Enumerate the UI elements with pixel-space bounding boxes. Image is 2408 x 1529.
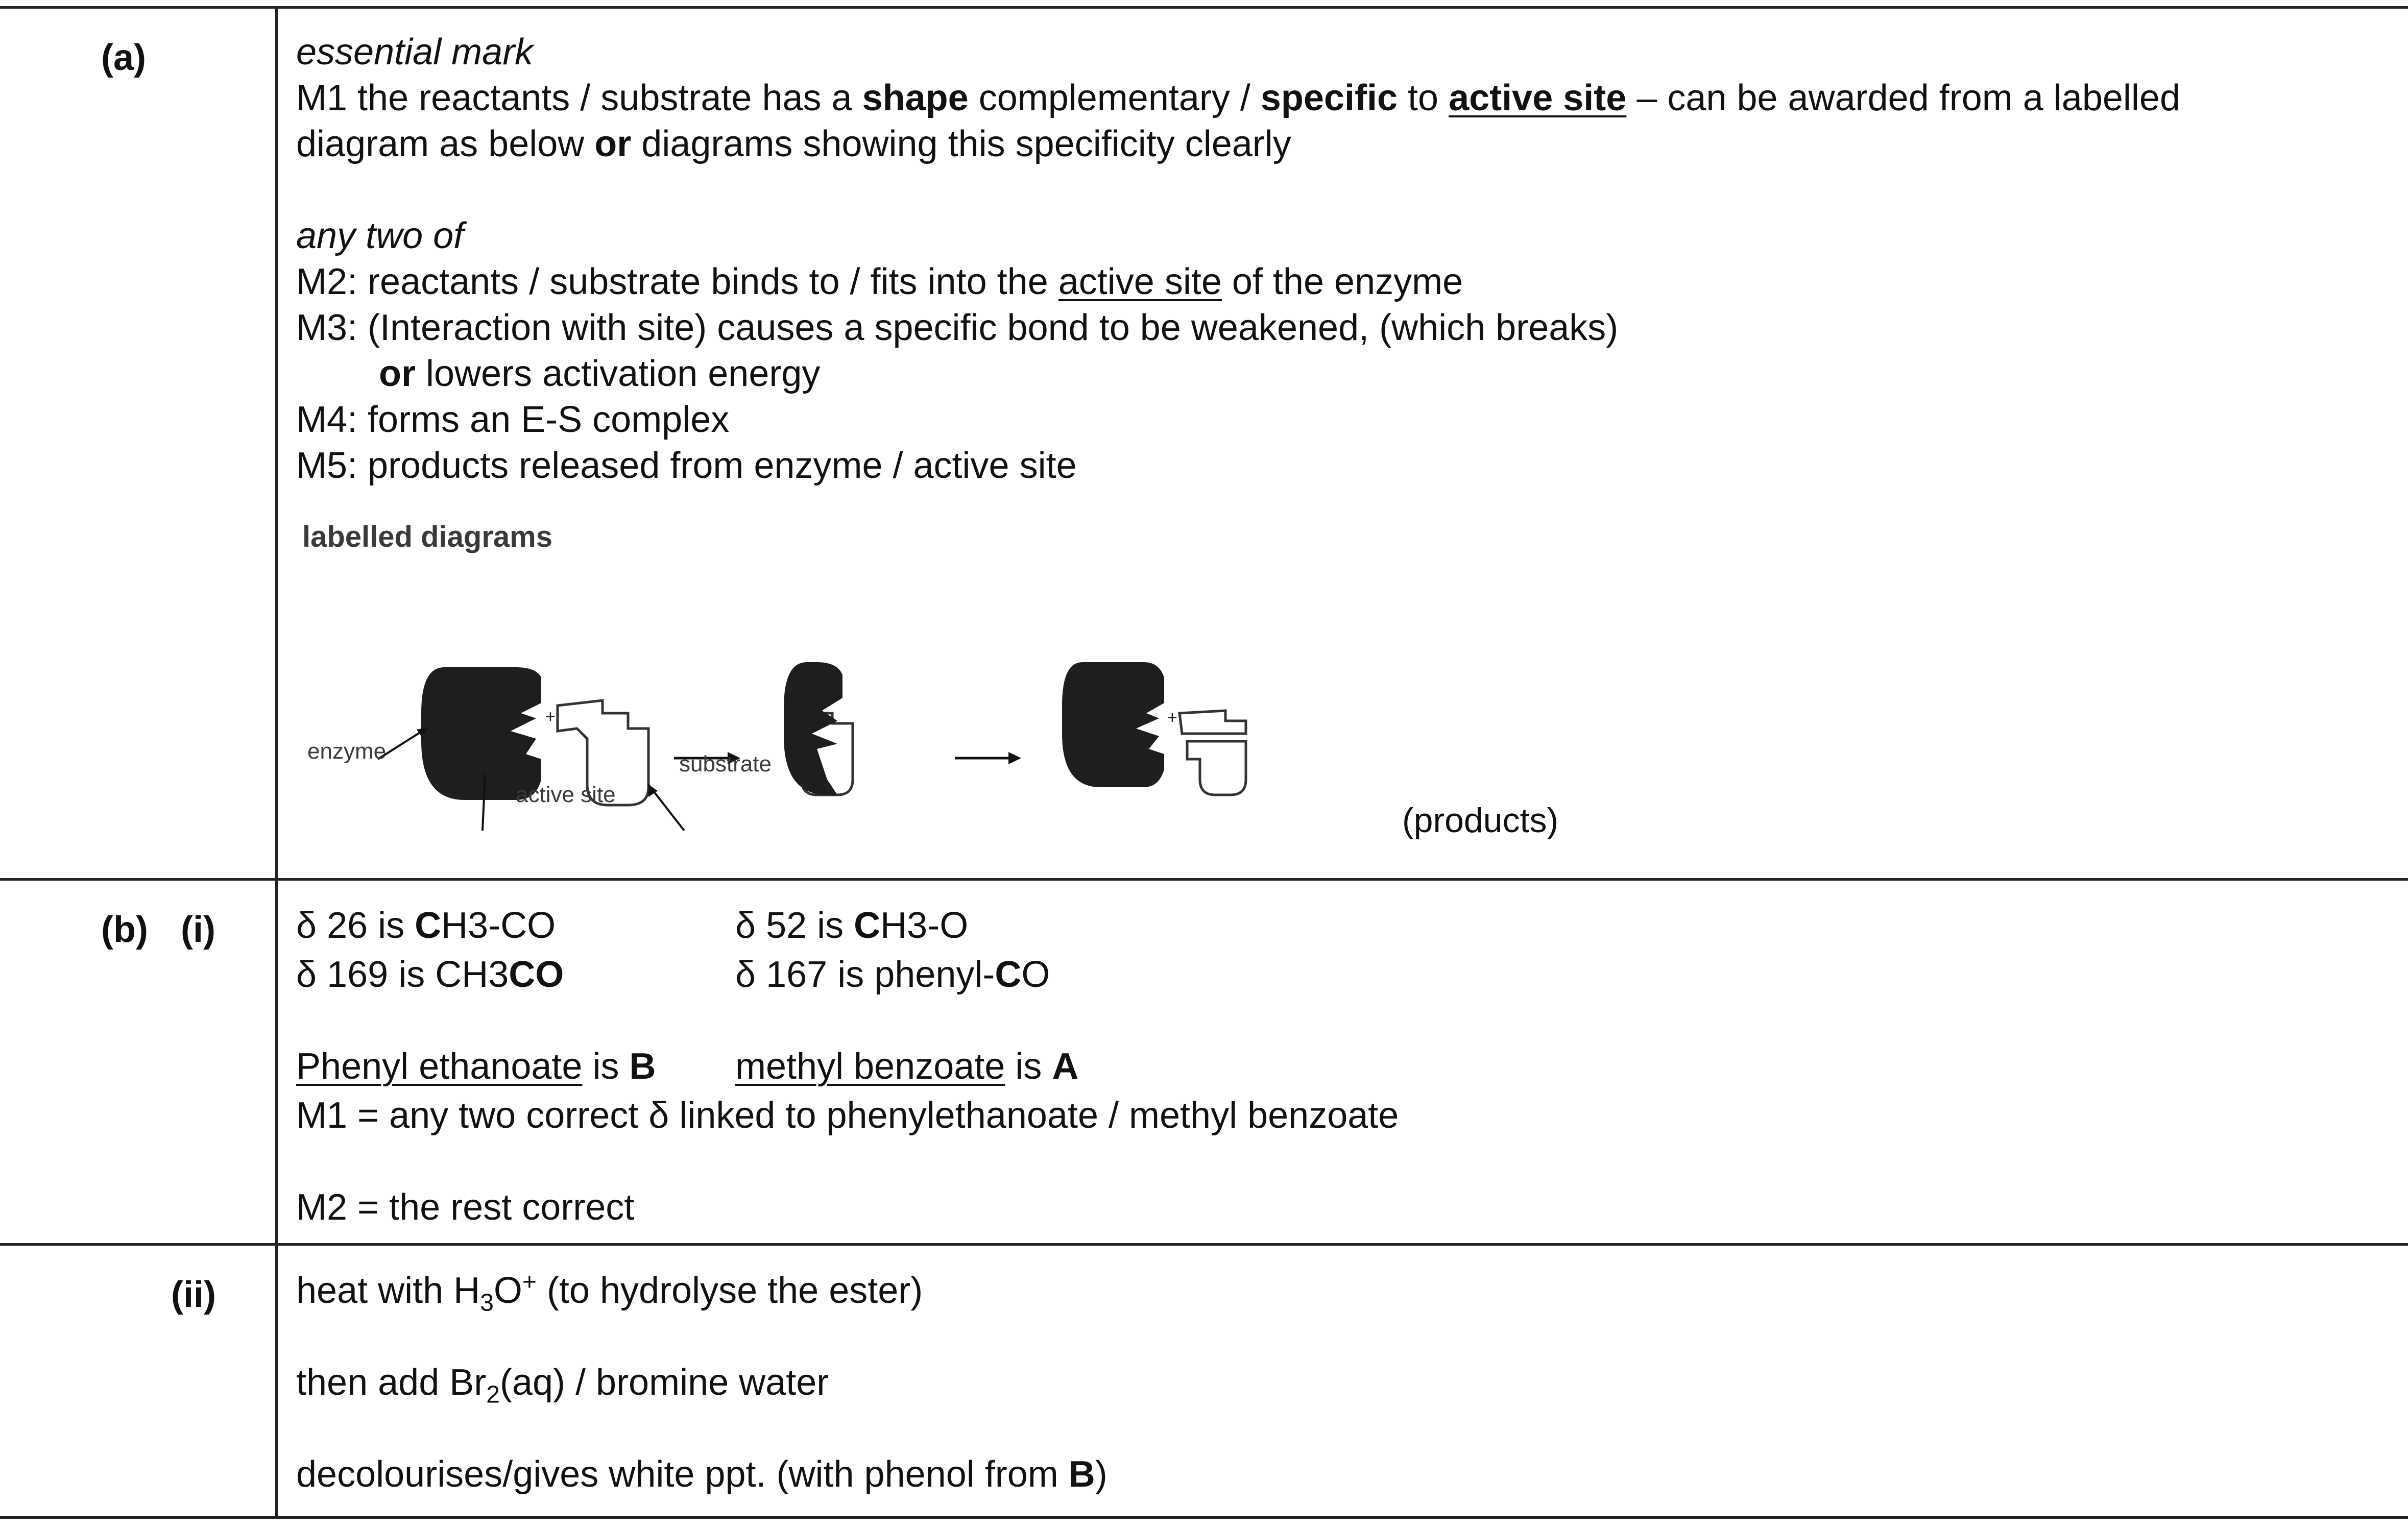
b-i-m2-line: M2 = the rest correct xyxy=(296,1187,635,1228)
answer-cell-b-i: δ 26 is CH3-CO δ 52 is CH3-O δ 169 is CH… xyxy=(275,878,2408,1246)
labelled-diagram: labelled diagrams + xyxy=(296,509,1675,841)
shift-52: δ 52 is CH3-O xyxy=(735,905,969,946)
essential-mark-heading: essential mark xyxy=(296,32,534,72)
row-part-a: (a) essential mark M1 the reactants / su… xyxy=(0,6,2408,881)
product-shape-1 xyxy=(1178,709,1247,735)
substrate-label: substrate xyxy=(679,751,772,776)
row-part-b-i: (b) (i) δ 26 is CH3-CO δ 52 is CH3-O δ 1… xyxy=(0,878,2408,1246)
active-site-pointer xyxy=(481,774,486,831)
label-cell-a: (a) xyxy=(0,6,278,881)
product-shape-2 xyxy=(1186,740,1247,796)
active-site-label: active site xyxy=(516,782,616,807)
plus-sign-1: + xyxy=(545,707,556,726)
shift-169: δ 169 is CH3CO xyxy=(296,954,564,995)
m2-line: M2: reactants / substrate binds to / fit… xyxy=(296,261,1463,302)
diagram-title: labelled diagrams xyxy=(302,520,552,553)
part-a-label: (a) xyxy=(101,37,146,78)
enzyme-shape-2 xyxy=(784,662,842,795)
substrate-shape-1 xyxy=(556,699,650,807)
label-cell-b-ii: (ii) xyxy=(0,1243,278,1519)
b-i-m1-line: M1 = any two correct δ linked to phenyle… xyxy=(296,1095,1399,1136)
any-two-of-heading: any two of xyxy=(296,215,464,256)
answer-cell-a: essential mark M1 the reactants / substr… xyxy=(275,6,2408,881)
m3-line-1: M3: (Interaction with site) causes a spe… xyxy=(296,307,1619,348)
mark-scheme-table: (a) essential mark M1 the reactants / su… xyxy=(0,6,2408,1519)
identify-b: Phenyl ethanoate is B xyxy=(296,1046,656,1087)
part-b-i-label: (i) xyxy=(181,909,215,950)
m3-line-2: or lowers activation energy xyxy=(379,353,821,394)
shift-167: δ 167 is phenyl-CO xyxy=(735,954,1050,995)
m1-line-2: diagram as below or diagrams showing thi… xyxy=(296,124,1291,164)
shift-row-2: δ 169 is CH3CO δ 167 is phenyl-CO xyxy=(296,950,2408,999)
part-b-label: (b) xyxy=(101,909,148,950)
label-cell-b-i: (b) (i) xyxy=(0,878,278,1246)
arrow-head-2 xyxy=(1008,752,1021,764)
arrow-head-1 xyxy=(728,752,740,764)
b-ii-line-1: heat with H3O+ (to hydrolyse the ester) xyxy=(296,1269,923,1317)
enzyme-shape-3 xyxy=(1062,662,1164,787)
m1-line-1: M1 the reactants / substrate has a shape… xyxy=(296,78,2181,118)
enzyme-substrate-diagram: + + xyxy=(377,662,1247,831)
identify-a: methyl benzoate is A xyxy=(735,1046,1079,1087)
b-ii-line-3: decolourises/gives white ppt. (with phen… xyxy=(296,1454,1107,1495)
plus-sign-2: + xyxy=(1167,708,1177,727)
answer-cell-b-ii: heat with H3O+ (to hydrolyse the ester) … xyxy=(275,1243,2408,1519)
m5-line: M5: products released from enzyme / acti… xyxy=(296,445,1077,486)
enzyme-label: enzyme xyxy=(307,739,387,764)
part-b-ii-label: (ii) xyxy=(171,1274,216,1315)
enzyme-shape-1 xyxy=(421,667,541,800)
b-ii-line-2: then add Br2(aq) / bromine water xyxy=(296,1362,829,1409)
identification-row: Phenyl ethanoate is B methyl benzoate is… xyxy=(296,1042,2408,1091)
m4-line: M4: forms an E-S complex xyxy=(296,399,730,440)
shift-26: δ 26 is CH3-CO xyxy=(296,905,556,946)
shift-row-1: δ 26 is CH3-CO δ 52 is CH3-O xyxy=(296,901,2408,950)
products-label: (products) xyxy=(1402,801,1559,840)
row-part-b-ii: (ii) heat with H3O+ (to hydrolyse the es… xyxy=(0,1243,2408,1519)
